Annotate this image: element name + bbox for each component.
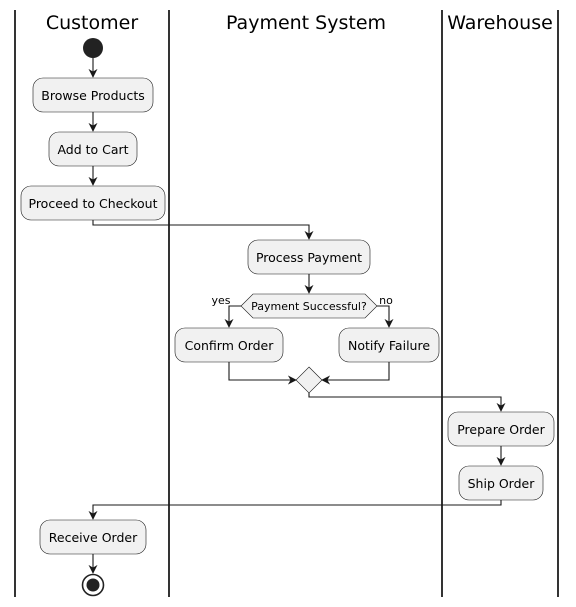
flow-checkout-to-process — [92, 220, 314, 240]
activity-ship-order: Ship Order — [458, 465, 544, 501]
activity-prepare-order-label: Prepare Order — [457, 422, 545, 437]
lane-title-payment-system: Payment System — [226, 12, 386, 34]
activity-add-to-cart-label: Add to Cart — [57, 142, 128, 157]
activity-confirm-order: Confirm Order — [174, 327, 284, 363]
activity-receive-order: Receive Order — [39, 519, 147, 555]
branch-yes-label: yes — [211, 294, 230, 307]
branch-no-label: no — [379, 294, 393, 307]
activity-proceed-to-checkout-label: Proceed to Checkout — [29, 196, 158, 211]
end-node — [81, 573, 105, 597]
activity-notify-failure-label: Notify Failure — [348, 338, 430, 353]
activity-browse-products-label: Browse Products — [41, 88, 144, 103]
activity-proceed-to-checkout: Proceed to Checkout — [20, 185, 166, 221]
activity-browse-products: Browse Products — [32, 77, 154, 113]
flow-notify-to-merge — [321, 362, 390, 385]
flow-ship-to-receive — [88, 500, 502, 520]
activity-notify-failure: Notify Failure — [338, 327, 440, 363]
activity-prepare-order: Prepare Order — [447, 411, 555, 447]
lane-title-warehouse: Warehouse — [447, 12, 553, 34]
activity-process-payment: Process Payment — [247, 239, 371, 275]
flow-decision-no — [377, 305, 394, 328]
decision-question-label: Payment Successful? — [251, 300, 367, 313]
decision-payment-successful: Payment Successful? — [240, 293, 378, 319]
merge-node — [295, 366, 323, 394]
activity-receive-order-label: Receive Order — [49, 530, 138, 545]
flow-decision-yes — [224, 305, 241, 328]
activity-process-payment-label: Process Payment — [256, 250, 362, 265]
lane-title-customer: Customer — [46, 12, 138, 34]
start-node — [83, 38, 103, 58]
activity-add-to-cart: Add to Cart — [48, 131, 138, 167]
flow-merge-to-prepare — [308, 393, 506, 412]
activity-ship-order-label: Ship Order — [468, 476, 536, 491]
activity-confirm-order-label: Confirm Order — [185, 338, 275, 353]
flow-confirm-to-merge — [228, 362, 297, 385]
